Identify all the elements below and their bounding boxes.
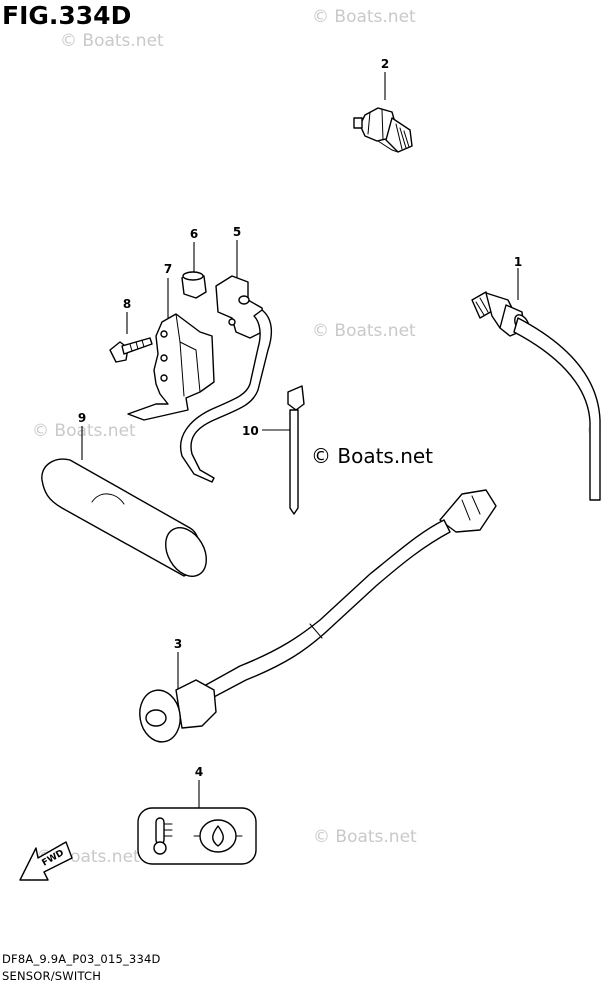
oil-can-icon (193, 819, 243, 853)
watermark-faint: © Boats.net (60, 31, 164, 51)
callout-2: 2 (381, 57, 389, 71)
watermark-main: © Boats.net (311, 444, 433, 468)
sensor-2-part (353, 72, 413, 153)
callout-10: 10 (242, 424, 259, 438)
watermark-faint: © Boats.net (312, 321, 416, 341)
screw-8-part (109, 312, 153, 363)
callout-3: 3 (174, 637, 182, 651)
watermark-faint: © Boats.net (312, 7, 416, 27)
callout-7: 7 (164, 262, 172, 276)
bushing-6-part (181, 242, 207, 299)
switch-3-part (139, 489, 497, 743)
callout-8: 8 (123, 297, 131, 311)
clamp-10-part (262, 385, 305, 515)
sleeve-9-part (41, 426, 207, 577)
label-4-part (137, 780, 257, 865)
callout-9: 9 (78, 411, 86, 425)
watermark-faint: © Boats.net (32, 421, 136, 441)
callout-1: 1 (514, 255, 522, 269)
callout-5: 5 (233, 225, 241, 239)
thermometer-icon (153, 817, 173, 855)
callout-6: 6 (190, 227, 198, 241)
fwd-arrow-icon: FWD (19, 841, 73, 881)
sensor-1-part (471, 268, 601, 501)
switch-5-part (180, 240, 273, 483)
figure-title: FIG.334D (2, 1, 132, 30)
callout-4: 4 (195, 765, 203, 779)
watermark-faint: © Boats.net (313, 827, 417, 847)
bracket-7-part (127, 278, 215, 421)
figure-code: DF8A_9.9A_P03_015_334D (2, 952, 161, 966)
figure-caption: SENSOR/SWITCH (2, 969, 102, 983)
